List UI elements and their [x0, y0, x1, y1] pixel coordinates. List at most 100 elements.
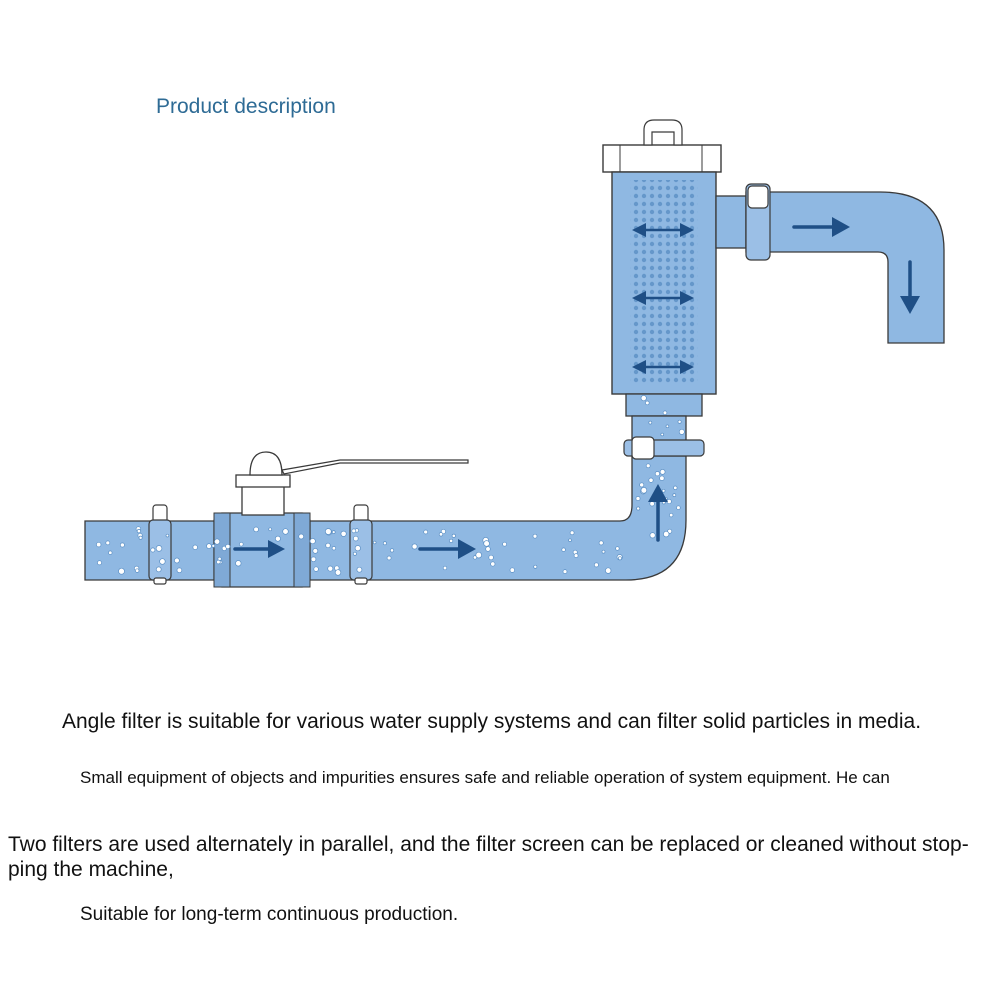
debris-particle	[298, 533, 305, 540]
valve-collar-left	[213, 512, 231, 588]
debris-particle	[135, 568, 140, 573]
debris-particle	[509, 567, 515, 573]
debris-particle	[225, 543, 231, 550]
pipe-clamp-outlet	[745, 183, 771, 261]
debris-particle	[593, 562, 599, 568]
debris-particle	[331, 530, 336, 534]
debris-particle	[672, 493, 677, 497]
debris-particle	[138, 535, 143, 540]
debris-particle	[411, 543, 418, 550]
flow-arrow-screen-bottom	[632, 360, 694, 374]
debris-particle	[206, 543, 212, 549]
debris-particle	[618, 556, 622, 561]
debris-particle	[654, 471, 660, 477]
filter-screen	[630, 180, 698, 385]
debris-particle	[159, 558, 166, 565]
debris-particle	[136, 529, 141, 534]
debris-particle	[274, 535, 281, 542]
flow-arrow-riser	[648, 484, 668, 542]
debris-particle	[351, 528, 357, 534]
flow-arrows	[233, 217, 920, 559]
debris-particle	[568, 538, 572, 542]
debris-particle	[389, 548, 395, 553]
debris-particle	[635, 496, 641, 501]
debris-particle	[676, 505, 681, 510]
debris-particle	[659, 469, 666, 475]
debris-particle	[119, 542, 125, 548]
debris-particle	[356, 566, 363, 573]
pipe-clamp-vertical	[623, 436, 705, 460]
debris-particle	[449, 538, 454, 543]
debris-particle	[573, 553, 579, 558]
debris-particle	[150, 547, 156, 553]
debris-particle	[174, 557, 180, 564]
debris-particle	[598, 540, 604, 546]
filter-cap	[602, 144, 722, 173]
debris-particle	[640, 487, 648, 494]
valve-stem	[241, 482, 285, 516]
pipe-clamp-left	[148, 504, 172, 585]
debris-particle	[155, 545, 163, 552]
debris-particle	[105, 540, 111, 546]
debris-particle	[490, 561, 496, 567]
debris-particle	[649, 501, 655, 507]
debris-particle	[663, 530, 670, 538]
page-title: Product description	[156, 95, 336, 118]
description-line-4: Suitable for long-term continuous produc…	[80, 904, 459, 925]
debris-particles	[96, 395, 685, 576]
debris-particle	[108, 550, 113, 555]
debris-particle	[192, 544, 198, 550]
debris-particle	[640, 395, 647, 402]
debris-particle	[662, 410, 668, 416]
debris-particle	[605, 567, 612, 574]
debris-particle	[485, 546, 491, 552]
debris-particle	[645, 400, 650, 406]
debris-particle	[312, 548, 319, 554]
debris-particle	[665, 424, 670, 429]
filter-outlet-port	[715, 195, 747, 249]
debris-particle	[334, 569, 342, 576]
debris-particle	[165, 533, 170, 538]
debris-particle	[661, 488, 666, 493]
debris-particle	[659, 475, 665, 481]
debris-particle	[636, 506, 641, 511]
debris-particle	[601, 549, 606, 554]
debris-particle	[340, 530, 347, 537]
debris-particle	[176, 567, 183, 574]
valve-knob	[249, 451, 283, 476]
valve-handle	[281, 459, 469, 475]
debris-particle	[386, 555, 392, 561]
debris-particle	[649, 532, 656, 539]
flow-arrow-inlet	[418, 539, 476, 559]
debris-particle	[645, 463, 651, 469]
filter-cap-handle	[643, 119, 683, 146]
debris-particle	[331, 546, 337, 551]
debris-particle	[239, 541, 244, 547]
debris-particle	[532, 533, 538, 539]
debris-particle	[354, 545, 361, 552]
flow-arrow-valve	[233, 540, 285, 558]
debris-particle	[310, 556, 317, 563]
description-line-1: Angle filter is suitable for various wat…	[62, 710, 922, 733]
debris-particle	[327, 565, 334, 572]
debris-particle	[569, 530, 575, 536]
debris-particle	[282, 528, 289, 535]
debris-particle	[442, 565, 448, 571]
debris-particle	[562, 569, 568, 574]
debris-particle	[561, 547, 566, 552]
debris-particle	[155, 566, 162, 573]
debris-particle	[324, 528, 332, 535]
debris-particle	[615, 546, 620, 551]
debris-particle	[353, 535, 359, 542]
debris-particle	[382, 541, 387, 546]
debris-particle	[669, 512, 674, 518]
debris-particle	[118, 567, 125, 575]
flow-arrow-outlet	[792, 217, 850, 237]
flow-arrow-down	[900, 260, 920, 314]
debris-particle	[97, 560, 102, 566]
debris-particle	[325, 542, 331, 549]
debris-particle	[660, 432, 664, 437]
debris-particle	[313, 566, 319, 572]
debris-particle	[677, 419, 682, 424]
description-line-2: Small equipment of objects and impuritie…	[80, 768, 890, 787]
